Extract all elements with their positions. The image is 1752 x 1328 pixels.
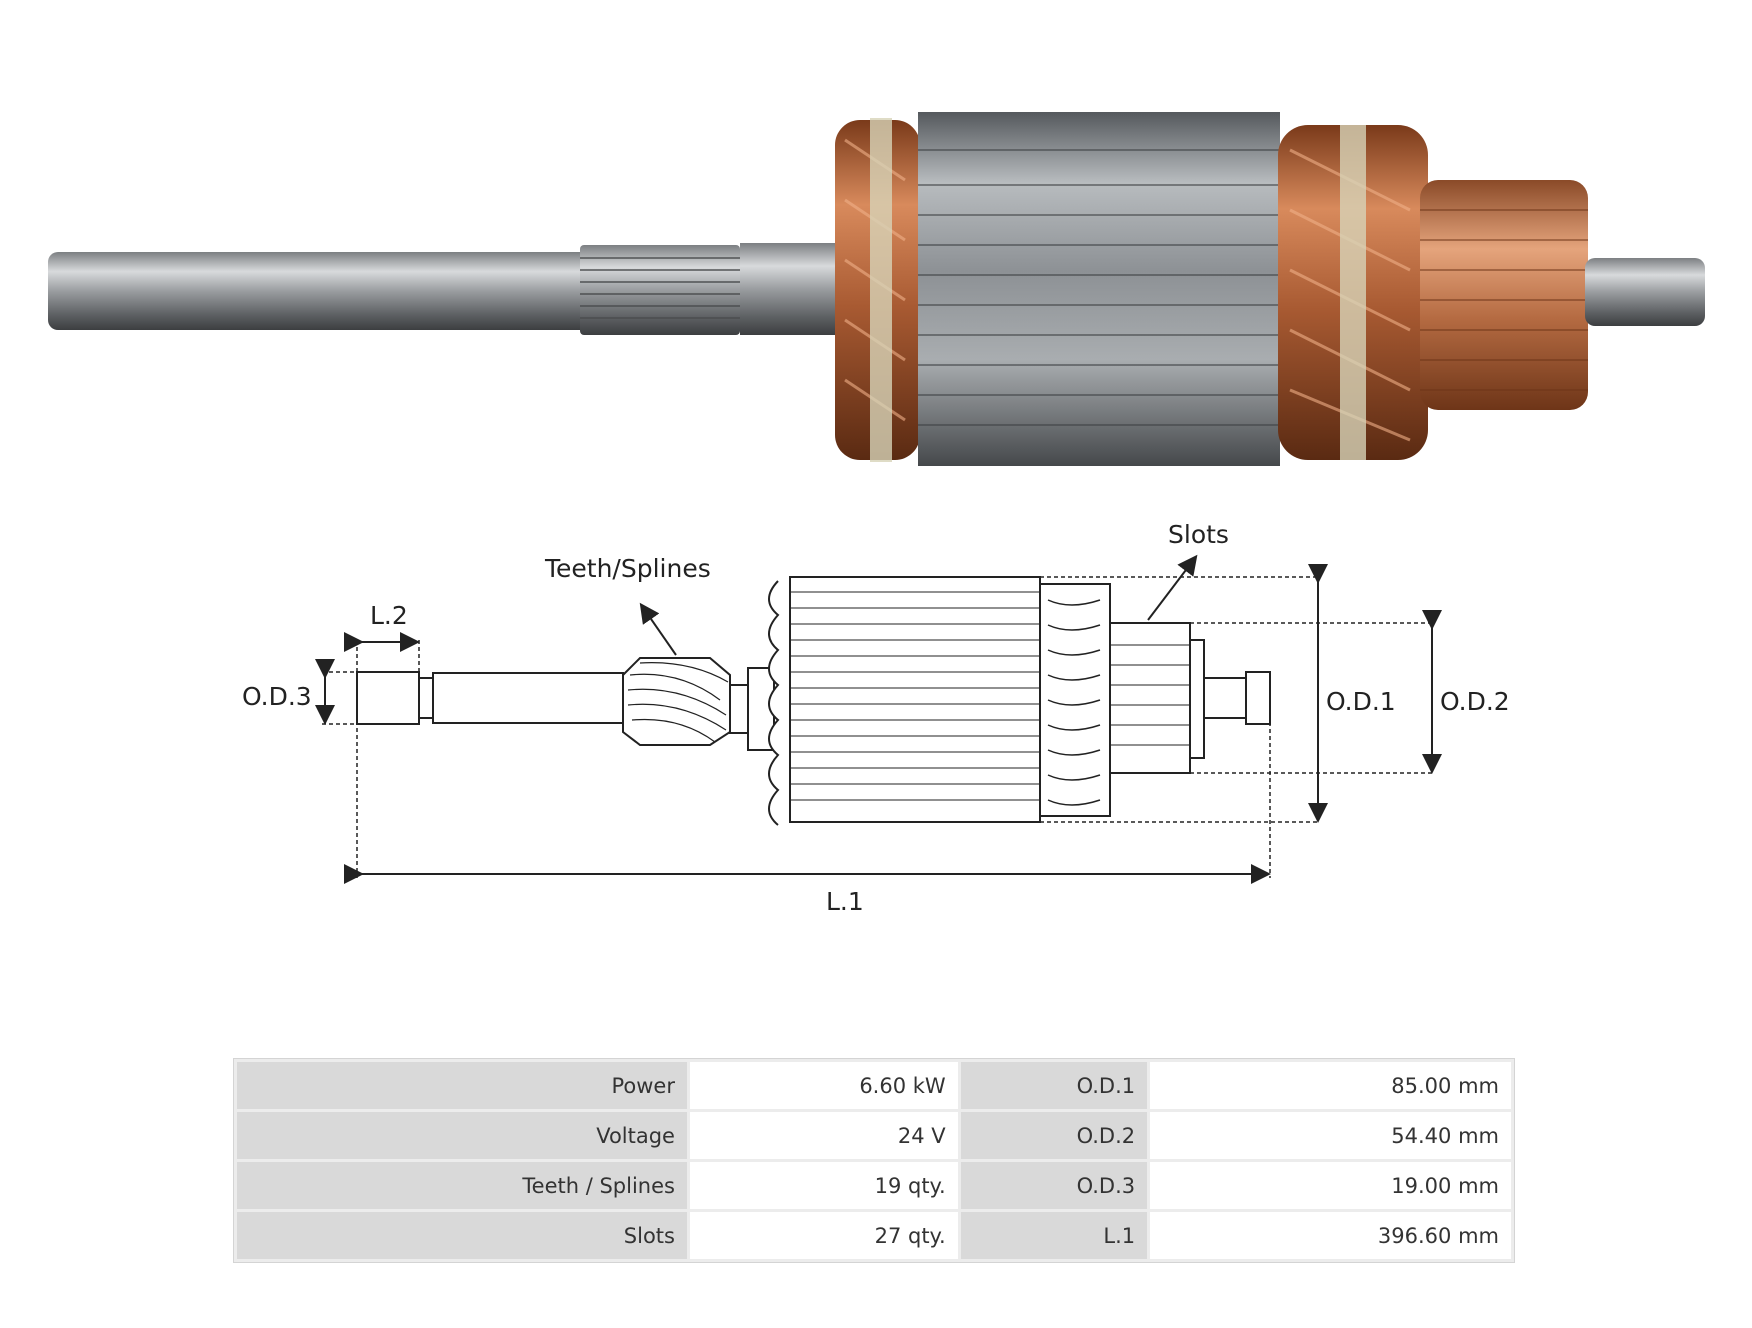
drawing-splines <box>622 657 731 746</box>
spec-value: 85.00 mm <box>1150 1062 1511 1109</box>
spec-value: 27 qty. <box>689 1212 958 1259</box>
spec-value: 24 V <box>689 1112 958 1159</box>
shaft <box>48 252 608 330</box>
spec-label: O.D.3 <box>960 1162 1148 1209</box>
laminated-core <box>918 112 1280 466</box>
slots-label: Slots <box>1168 520 1229 549</box>
spec-label: Teeth / Splines <box>237 1162 687 1209</box>
l2-label: L.2 <box>370 601 408 630</box>
rear-shaft <box>1585 258 1705 326</box>
od2-label: O.D.2 <box>1440 687 1510 716</box>
spec-value: 19.00 mm <box>1150 1162 1511 1209</box>
slots-leader-line <box>1147 554 1198 621</box>
spec-value: 19 qty. <box>689 1162 958 1209</box>
od1-label: O.D.1 <box>1326 687 1396 716</box>
spec-label: L.1 <box>960 1212 1148 1259</box>
od3-label: O.D.3 <box>242 682 312 711</box>
spec-value: 54.40 mm <box>1150 1112 1511 1159</box>
teeth-leader-line <box>639 602 677 656</box>
splines <box>580 245 740 335</box>
spec-label: Slots <box>237 1212 687 1259</box>
l1-label: L.1 <box>826 887 864 916</box>
drawing-core <box>789 576 1041 823</box>
teeth-splines-label: Teeth/Splines <box>544 554 711 583</box>
commutator <box>1420 180 1588 410</box>
spec-label: O.D.2 <box>960 1112 1148 1159</box>
spec-value: 396.60 mm <box>1150 1212 1511 1259</box>
armature-drawing: Teeth/Splines Slots L.2 O.D.3 O.D.1 O.D.… <box>242 520 1510 916</box>
spec-label: Voltage <box>237 1112 687 1159</box>
armature-photo <box>48 112 1705 466</box>
spec-label: O.D.1 <box>960 1062 1148 1109</box>
drawing-shaft <box>432 672 624 724</box>
spec-value: 6.60 kW <box>689 1062 958 1109</box>
drawing-shaft-end <box>356 671 420 725</box>
spec-label: Power <box>237 1062 687 1109</box>
